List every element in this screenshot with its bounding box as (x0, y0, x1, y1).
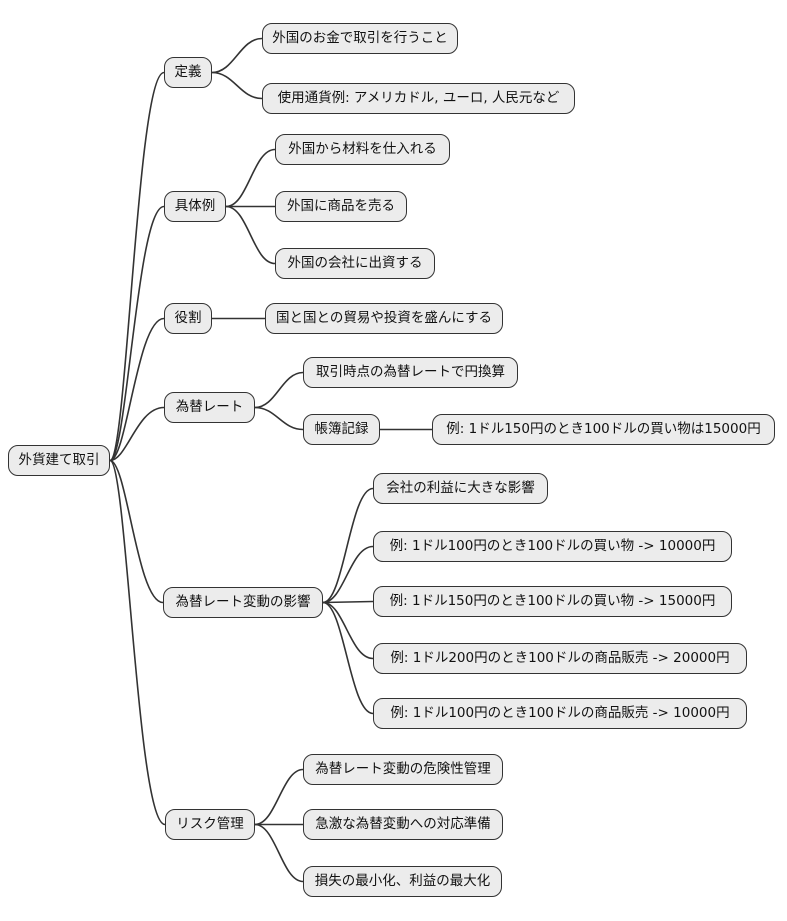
leaf-impact-2: 例: 1ドル100円のとき100ドルの買い物 -> 10000円 (373, 531, 732, 562)
branch-role: 役割 (164, 303, 212, 334)
branch-definition: 定義 (164, 57, 212, 88)
edge (225, 148, 276, 208)
branch-exchange-rate: 為替レート (164, 392, 255, 423)
edge (109, 71, 165, 462)
edge (109, 459, 166, 826)
edge (109, 406, 165, 462)
edge (109, 205, 165, 462)
edge (322, 601, 374, 715)
leaf-impact-1: 会社の利益に大きな影響 (373, 473, 548, 504)
leaf-risk-3: 損失の最小化、利益の最大化 (303, 866, 502, 897)
edge (322, 545, 374, 604)
leaf-examples-3: 外国の会社に出資する (275, 248, 435, 279)
edge (322, 601, 374, 660)
edge (211, 37, 263, 74)
leaf-risk-2: 急激な為替変動への対応準備 (303, 809, 503, 840)
edge (254, 823, 304, 883)
leaf-exchange-rate-conversion: 取引時点の為替レートで円換算 (303, 357, 518, 388)
leaf-examples-2: 外国に商品を売る (275, 191, 407, 222)
edge (322, 487, 374, 604)
branch-risk-management: リスク管理 (165, 809, 255, 840)
branch-rate-fluctuation-impact: 為替レート変動の影響 (163, 587, 323, 618)
leaf-risk-1: 為替レート変動の危険性管理 (303, 754, 503, 785)
edge (254, 371, 304, 409)
edge (322, 600, 374, 604)
edge (254, 768, 304, 826)
edge (225, 205, 276, 265)
leaf-examples-1: 外国から材料を仕入れる (275, 134, 450, 165)
leaf-definition-1: 外国のお金で取引を行うこと (262, 23, 458, 54)
edge (109, 459, 164, 604)
leaf-definition-2: 使用通貨例: アメリカドル, ユーロ, 人民元など (262, 83, 575, 114)
leaf-book-recording-example: 例: 1ドル150円のとき100ドルの買い物は15000円 (432, 414, 775, 445)
leaf-impact-5: 例: 1ドル100円のとき100ドルの商品販売 -> 10000円 (373, 698, 747, 729)
node-book-recording: 帳簿記録 (303, 414, 380, 445)
edge (211, 71, 263, 100)
edge (109, 317, 165, 462)
leaf-impact-4: 例: 1ドル200円のとき100ドルの商品販売 -> 20000円 (373, 643, 747, 674)
node-root: 外貨建て取引 (8, 445, 110, 476)
branch-examples: 具体例 (164, 191, 226, 222)
edge (254, 406, 304, 431)
leaf-role-1: 国と国との貿易や投資を盛んにする (265, 303, 503, 334)
leaf-impact-3: 例: 1ドル150円のとき100ドルの買い物 -> 15000円 (373, 586, 732, 617)
